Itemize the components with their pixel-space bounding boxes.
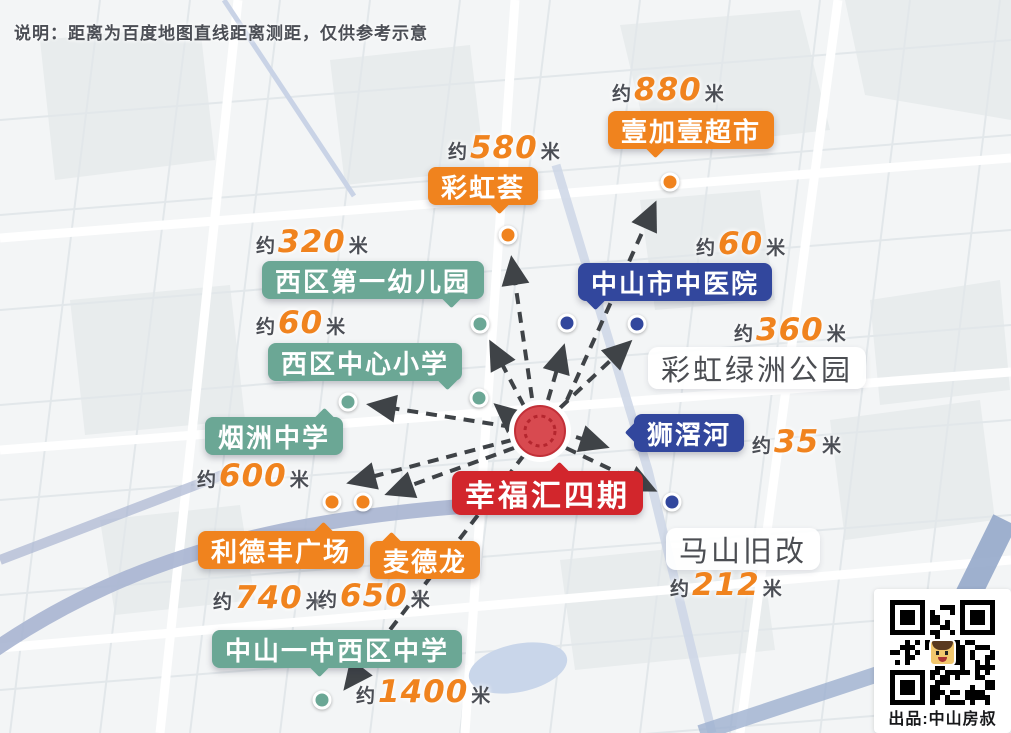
distance-prefix: 约 <box>197 470 217 491</box>
distance-value: 650 <box>340 578 408 614</box>
landmark-badge-yijiayi-supermarket: 壹加壹超市 <box>608 111 775 159</box>
landmark-badge-mashan-redevelopment: 马山旧改 <box>666 528 821 570</box>
distance-value: 35 <box>774 424 820 460</box>
landmark-dot-rainbow-oasis-park <box>627 314 647 334</box>
qr-avatar <box>929 639 956 666</box>
landmark-dot-mashan-redevelopment <box>662 492 682 512</box>
distance-prefix: 约 <box>752 436 772 457</box>
landmark-label: 中山市中医院 <box>591 268 760 299</box>
landmark-badge-maidelong-metro: 麦德龙 <box>370 531 481 579</box>
landmark-badge-project: 幸福汇四期 <box>452 461 643 515</box>
distance-value: 880 <box>634 72 702 108</box>
landmark-label: 马山旧改 <box>679 536 808 568</box>
distance-prefix: 约 <box>670 579 690 600</box>
landmark-label: 狮滘河 <box>647 419 732 450</box>
qr-caption: 出品:中山房叔 <box>888 711 997 728</box>
distance-unit: 米 <box>826 324 846 345</box>
distance-value: 740 <box>235 580 303 616</box>
landmark-label: 利德丰广场 <box>211 536 352 567</box>
distance-value: 1400 <box>378 674 469 710</box>
landmark-badge-shijiao-river: 狮滘河 <box>624 414 745 452</box>
landmark-label: 西区中心小学 <box>281 348 450 379</box>
landmark-dot-xiqu-first-kindergarten <box>470 314 490 334</box>
distance-prefix: 约 <box>612 84 632 105</box>
landmark-dot-xiqu-central-primary-school <box>469 388 489 408</box>
distance-unit: 米 <box>305 592 325 613</box>
landmark-label: 烟洲中学 <box>218 422 331 453</box>
landmark-badge-lidefeng-plaza: 利德丰广场 <box>198 521 365 569</box>
landmark-badge-yanzhou-middle-school: 烟洲中学 <box>205 407 344 455</box>
distance-prefix: 约 <box>256 317 276 338</box>
landmark-label: 壹加壹超市 <box>621 116 762 147</box>
distance-value: 360 <box>756 312 824 348</box>
distance-unit: 米 <box>762 579 782 600</box>
landmark-label: 幸福汇四期 <box>465 480 630 513</box>
landmark-badge-xiqu-first-kindergarten: 西区第一幼儿园 <box>262 261 485 309</box>
distance-prefix: 约 <box>318 590 338 611</box>
landmark-badge-zhongshan-tcm-hospital: 中山市中医院 <box>578 263 773 311</box>
distance-prefix: 约 <box>696 238 716 259</box>
distance-value: 320 <box>278 224 346 260</box>
landmark-label: 彩虹绿洲公园 <box>661 355 854 387</box>
distance-unit: 米 <box>704 84 724 105</box>
distance-unit: 米 <box>289 470 309 491</box>
distance-prefix: 约 <box>734 324 754 345</box>
distance-value: 600 <box>219 458 287 494</box>
distance-prefix: 约 <box>213 592 233 613</box>
landmark-badge-rainbow-oasis-park: 彩虹绿洲公园 <box>648 347 867 389</box>
distance-unit: 米 <box>471 686 491 707</box>
landmark-label: 麦德龙 <box>383 546 468 577</box>
distance-value: 212 <box>692 567 760 603</box>
disclaimer-note: 说明：距离为百度地图直线距离测距，仅供参考示意 <box>14 24 428 43</box>
distance-prefix: 约 <box>256 236 276 257</box>
qr-code <box>890 600 995 705</box>
distance-unit: 米 <box>822 436 842 457</box>
landmark-dot-maidelong-metro <box>353 492 373 512</box>
landmark-dot-yanzhou-middle-school <box>338 392 358 412</box>
landmark-dot-zhongshan-no1-xiqu-middle-school <box>312 690 332 710</box>
landmark-dot-lidefeng-plaza <box>322 492 342 512</box>
distance-unit: 米 <box>540 142 560 163</box>
distance-unit: 米 <box>348 236 368 257</box>
distance-unit: 米 <box>326 317 346 338</box>
landmark-badge-caihonghui-mall: 彩虹荟 <box>428 167 539 215</box>
landmark-dot-zhongshan-tcm-hospital <box>557 313 577 333</box>
distance-unit: 米 <box>410 590 430 611</box>
landmark-badge-zhongshan-no1-xiqu-middle-school: 中山一中西区中学 <box>212 630 463 678</box>
landmark-badge-xiqu-central-primary-school: 西区中心小学 <box>268 343 463 391</box>
qr-panel: 出品:中山房叔 <box>874 589 1011 733</box>
distance-prefix: 约 <box>356 686 376 707</box>
distance-value: 60 <box>718 226 764 262</box>
distance-value: 580 <box>470 130 538 166</box>
landmark-dot-caihonghui-mall <box>498 225 518 245</box>
distance-value: 60 <box>278 305 324 341</box>
landmark-label: 彩虹荟 <box>441 172 526 203</box>
landmark-dot-yijiayi-supermarket <box>660 172 680 192</box>
landmark-label: 中山一中西区中学 <box>225 635 450 666</box>
distance-prefix: 约 <box>448 142 468 163</box>
landmark-label: 西区第一幼儿园 <box>275 266 472 297</box>
distance-unit: 米 <box>766 238 786 259</box>
